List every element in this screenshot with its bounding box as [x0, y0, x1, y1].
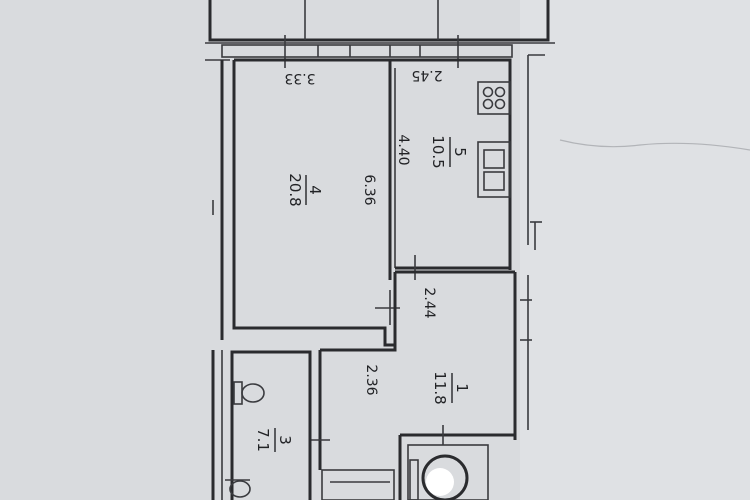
svg-text:3.33: 3.33: [284, 70, 315, 86]
sink-icon: [477, 141, 511, 198]
room-5-length-label: 4.40: [395, 134, 411, 165]
room-4-walls: [232, 58, 400, 347]
hall-width-label: 2.44: [421, 287, 437, 318]
room-3-walls: [230, 350, 312, 500]
ventilation-shaft-icon: [421, 454, 469, 500]
outer-right-wall: [520, 54, 545, 430]
room-5-width-label: 2.45: [411, 67, 442, 83]
room-3-label: 3 7.1: [254, 428, 294, 452]
room-5-walls: [390, 58, 512, 280]
outer-left-wall: [211, 60, 224, 500]
room-4-length-label: 6.36: [361, 174, 377, 205]
hall-length-label: 2.36: [363, 364, 379, 395]
svg-text:7.1: 7.1: [254, 428, 272, 452]
room-5-label: 5 10.5: [429, 135, 469, 168]
svg-text:10.5: 10.5: [429, 135, 447, 168]
room-4-width-label: 3.33: [284, 70, 315, 86]
svg-text:20.8: 20.8: [286, 173, 304, 206]
svg-text:2.45: 2.45: [411, 67, 442, 83]
toilet-icon: [233, 381, 265, 405]
svg-text:3: 3: [276, 435, 294, 445]
paper-right-area: [520, 0, 750, 500]
svg-text:11.8: 11.8: [431, 371, 449, 404]
room-4-label: 4 20.8: [286, 173, 324, 206]
window-band: [205, 35, 513, 68]
svg-text:2.36: 2.36: [363, 364, 379, 395]
lower-corridor: [321, 444, 489, 500]
washbasin-icon: [225, 479, 251, 498]
room-1-walls: [310, 270, 517, 500]
upper-unit-outline: [205, 0, 555, 44]
svg-text:4.40: 4.40: [395, 134, 411, 165]
svg-text:4: 4: [306, 185, 324, 195]
svg-text:2.44: 2.44: [421, 287, 437, 318]
room-1-label: 1 11.8: [431, 371, 471, 404]
svg-text:6.36: 6.36: [361, 174, 377, 205]
stove-icon: [477, 81, 511, 115]
paper-crease: [559, 139, 750, 151]
svg-text:1: 1: [453, 383, 471, 393]
svg-text:5: 5: [451, 147, 469, 157]
